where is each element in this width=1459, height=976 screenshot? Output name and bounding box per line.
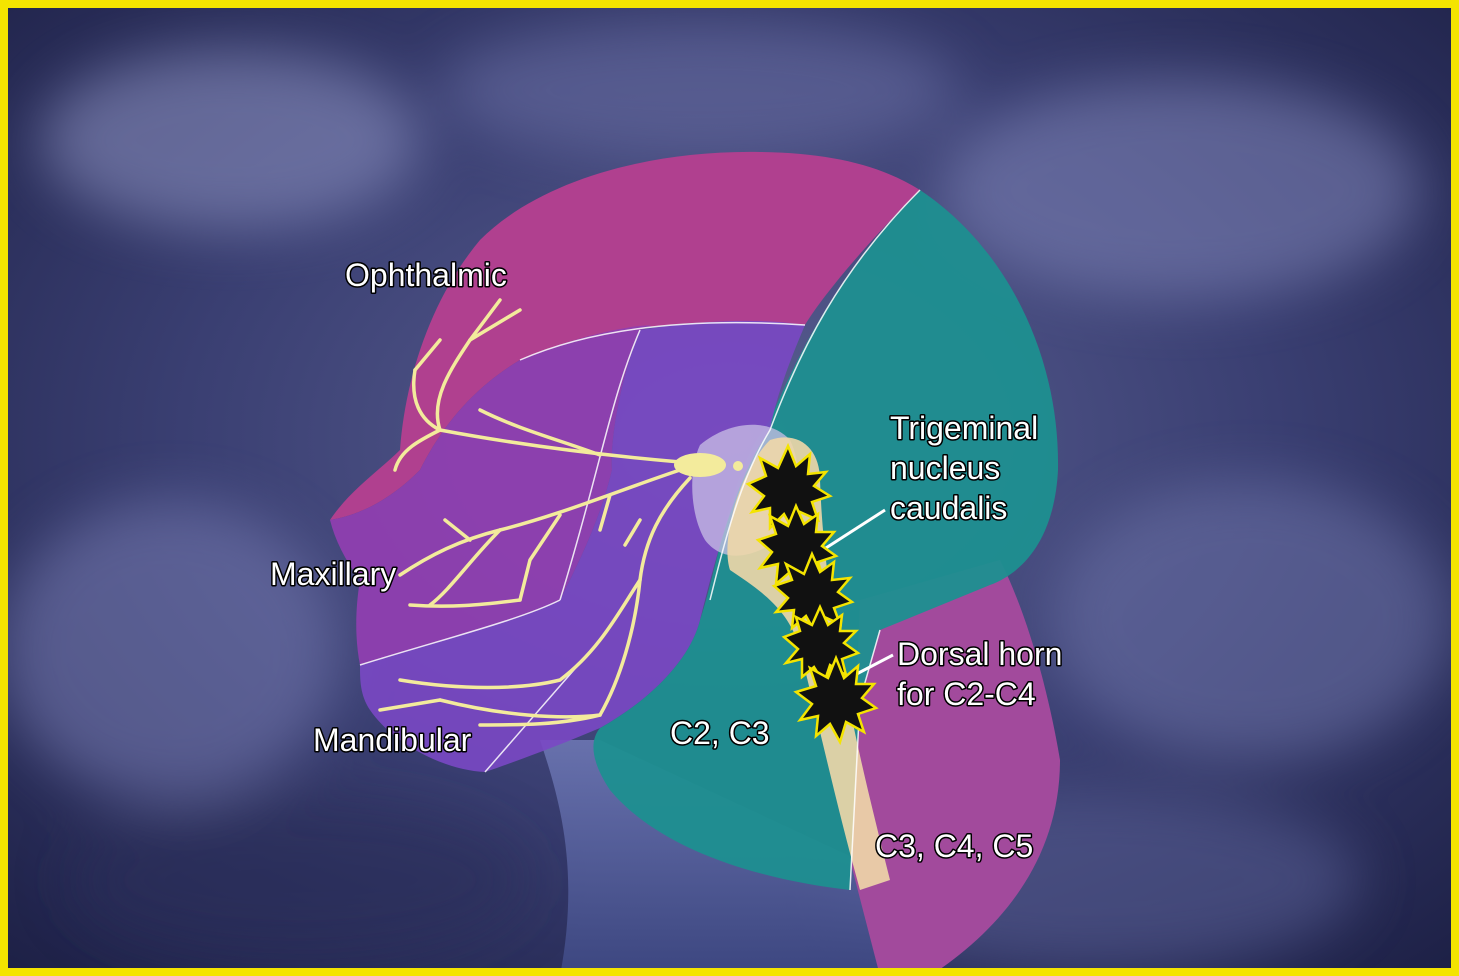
- label-trigeminal-line3: caudalis: [890, 490, 1007, 526]
- label-c3-c4-c5: C3, C4, C5: [875, 828, 1033, 864]
- label-maxillary: Maxillary: [270, 556, 396, 592]
- label-c2-c3: C2, C3: [670, 715, 770, 751]
- label-dorsal-line1: Dorsal horn: [897, 636, 1062, 672]
- label-ophthalmic: Ophthalmic: [345, 257, 507, 293]
- label-mandibular: Mandibular: [313, 722, 472, 758]
- label-trigeminal-line1: Trigeminal: [890, 410, 1038, 446]
- label-dorsal-line2: for C2-C4: [897, 676, 1036, 712]
- label-trigeminal-line2: nucleus: [890, 450, 1000, 486]
